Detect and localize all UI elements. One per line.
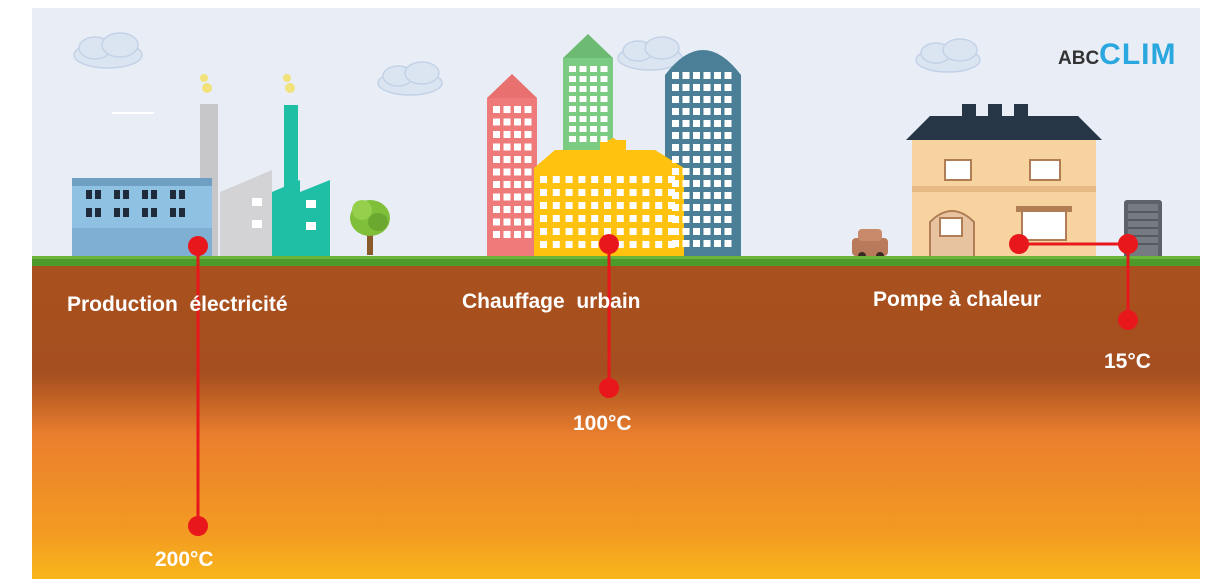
temperature-label-electricity: 200°C bbox=[155, 548, 214, 571]
house-icon bbox=[906, 104, 1102, 261]
building-windows bbox=[569, 66, 608, 142]
probe-endpoint bbox=[1118, 310, 1138, 330]
probe-electricity bbox=[188, 236, 208, 536]
temperature-label-district-heating: 100°C bbox=[573, 412, 632, 435]
building-windows bbox=[672, 72, 732, 247]
probe-endpoint bbox=[1009, 234, 1029, 254]
probe-endpoint bbox=[1118, 234, 1138, 254]
probe-endpoint bbox=[188, 516, 208, 536]
brand-prefix: ABC bbox=[1058, 48, 1100, 69]
probe-endpoint bbox=[188, 236, 208, 256]
cloud-icon bbox=[617, 36, 683, 71]
probe-district-heating bbox=[599, 234, 619, 398]
building-windows bbox=[540, 176, 675, 248]
section-label-heat-pump: Pompe à chaleur bbox=[873, 288, 1042, 311]
temperature-label-heat-pump: 15°C bbox=[1104, 350, 1151, 373]
building-windows bbox=[493, 106, 532, 238]
brand-logo: ABCCLIM bbox=[1058, 38, 1177, 72]
grass bbox=[32, 258, 1200, 266]
tree-icon bbox=[350, 200, 390, 255]
probe-endpoint bbox=[599, 378, 619, 398]
section-label-electricity: Production électricité bbox=[67, 293, 288, 316]
brand-suffix: CLIM bbox=[1099, 38, 1177, 71]
soil bbox=[32, 262, 1200, 579]
cloud-icon bbox=[915, 38, 981, 73]
section-label-district-heating: Chauffage urbain bbox=[462, 290, 641, 313]
cloud-icon bbox=[73, 32, 143, 69]
probe-endpoint bbox=[599, 234, 619, 254]
probe-heat-pump bbox=[1009, 234, 1138, 330]
cloud-icon bbox=[377, 61, 443, 96]
